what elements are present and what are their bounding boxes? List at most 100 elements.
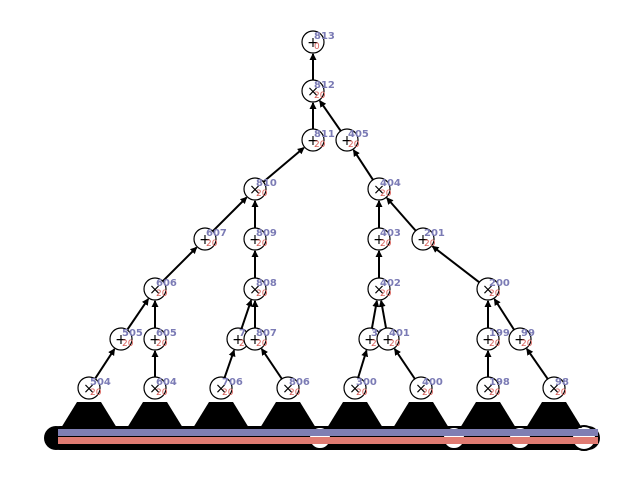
node-id-label: 812 (314, 80, 335, 91)
base-bar-blue (58, 429, 598, 436)
node-circle (343, 376, 367, 400)
node-value-label: 20 (348, 140, 360, 150)
node-value-label: 20 (380, 189, 392, 199)
node-circle (367, 277, 391, 301)
node-id-label: 199 (489, 328, 510, 339)
node-circle (335, 128, 359, 152)
multiply-operator: × (83, 381, 95, 397)
node-value-label: 20 (90, 388, 102, 398)
node-id-label: 604 (156, 377, 177, 388)
node-circle (376, 327, 400, 351)
node-circle (209, 376, 233, 400)
plus-operator: + (115, 332, 127, 348)
node-value-label: 20 (489, 388, 501, 398)
node-id-label: 99 (521, 328, 535, 339)
node-circle (409, 376, 433, 400)
edge-arrow (493, 298, 515, 331)
edge-arrow (262, 146, 305, 183)
leaf-pedestal (327, 402, 383, 428)
node-value-label: 20 (156, 289, 168, 299)
plus-operator: + (199, 232, 211, 248)
edge-arrow (94, 348, 116, 380)
node-value-label: 20 (489, 289, 501, 299)
plus-operator: + (149, 332, 161, 348)
node-value-label: 20 (156, 388, 168, 398)
leaf-pedestals (61, 402, 582, 428)
node-value-label: 20 (489, 339, 501, 349)
node-id-label: 809 (256, 228, 277, 239)
node-id-label: 404 (380, 178, 401, 189)
node-id-label: 504 (90, 377, 111, 388)
graph-nodes: +8130×81220+81120+40520×81020×40420+6072… (77, 30, 569, 400)
edge-arrow (352, 149, 374, 181)
node-id-label: 405 (348, 129, 369, 140)
node-value-label: 20 (222, 388, 234, 398)
node-value-label: 20 (256, 239, 268, 249)
node-value-label: 20 (424, 239, 436, 249)
base-track (44, 425, 600, 451)
multiply-operator: × (149, 381, 161, 397)
node-value-label: 20 (156, 339, 168, 349)
node-circle (77, 376, 101, 400)
edge-arrow (370, 299, 380, 329)
node-value-label: 20 (314, 91, 326, 101)
node-circle (476, 327, 500, 351)
node-value-label: 20 (256, 339, 268, 349)
node-circle (367, 227, 391, 251)
node-circle (476, 277, 500, 301)
node-id-label: 200 (489, 278, 510, 289)
node-circle (143, 327, 167, 351)
node-value-label: 20 (389, 339, 401, 349)
node-value-label: 20 (122, 339, 134, 349)
node-circle (508, 327, 532, 351)
node-id-label: 806 (289, 377, 310, 388)
node-circle (243, 277, 267, 301)
edge-arrow (319, 100, 342, 132)
node-circle (301, 128, 325, 152)
node-value-label: 20 (256, 189, 268, 199)
node-value-label: 20 (380, 289, 392, 299)
plus-operator: + (514, 332, 526, 348)
leaf-pedestal (127, 402, 183, 428)
plus-operator: + (364, 332, 376, 348)
node-value-label: 20 (521, 339, 533, 349)
node-value-label: 0 (314, 42, 320, 52)
edge-arrow (386, 197, 417, 232)
multiply-operator: × (249, 282, 261, 298)
multiply-operator: × (373, 182, 385, 198)
node-value-label: 20 (422, 388, 434, 398)
node-value-label: 20 (356, 388, 368, 398)
multiply-operator: × (548, 381, 560, 397)
node-id-label: 401 (389, 328, 410, 339)
base-bar-red (58, 437, 598, 444)
node-id-label: 505 (122, 328, 143, 339)
node-value-label: 20 (380, 239, 392, 249)
edge-arrow (162, 246, 198, 282)
node-id-label: 300 (356, 377, 377, 388)
edge-arrow (526, 348, 549, 380)
plus-operator: + (417, 232, 429, 248)
node-circle (243, 177, 267, 201)
